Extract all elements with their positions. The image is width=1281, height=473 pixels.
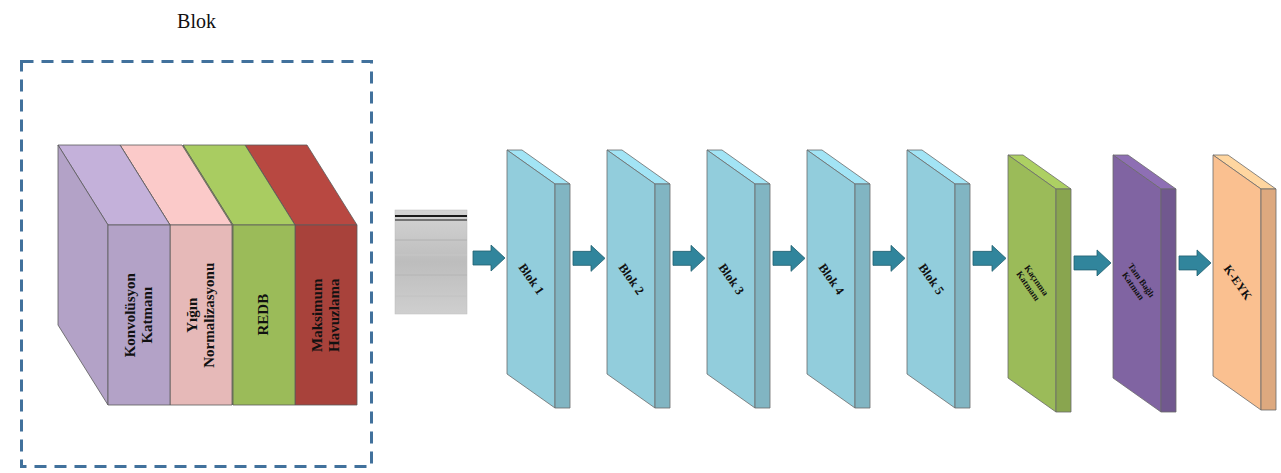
slab-edge-face xyxy=(1056,189,1071,412)
layer-slab: Blok 1 xyxy=(507,150,570,408)
slab-side-face xyxy=(120,145,170,405)
slab-top-face xyxy=(245,145,357,225)
slab-edge-face xyxy=(855,184,870,408)
slab-edge-face xyxy=(555,184,570,408)
flow-arrow xyxy=(773,245,805,271)
slab-side-face xyxy=(183,145,233,405)
flow-arrow xyxy=(1074,250,1111,276)
slab-large-face xyxy=(1113,155,1161,412)
slab-side-face xyxy=(245,145,295,405)
slab-front-face xyxy=(233,225,295,405)
image-band xyxy=(395,240,467,241)
slab-front-face xyxy=(108,225,170,405)
input-arrow xyxy=(473,245,505,271)
layer-slab: Kaçınma Katmanı xyxy=(1008,155,1071,412)
layer-label: Yığın Normalizasyonu xyxy=(184,255,219,375)
slab-large-face xyxy=(1213,155,1261,410)
slab-large-face xyxy=(907,150,955,408)
slab-side-face xyxy=(58,145,108,405)
layer-slab: Tam Bağlı Katman xyxy=(1113,155,1176,412)
slab-large-face xyxy=(507,150,555,408)
image-band xyxy=(395,219,467,221)
slab-large-face xyxy=(807,150,855,408)
slab-edge-face xyxy=(1261,189,1276,410)
dashed-border xyxy=(22,62,372,467)
flow-arrow xyxy=(873,245,905,271)
slab-front-face xyxy=(170,225,232,405)
slab-large-face xyxy=(1008,155,1056,412)
flow-arrow xyxy=(1179,250,1211,276)
slab-edge-face xyxy=(955,184,970,408)
image-frame xyxy=(395,210,467,314)
slab-large-face xyxy=(607,150,655,408)
image-band xyxy=(395,255,467,256)
layer-label: Konvolüsyon Katmanı xyxy=(122,255,157,375)
block-group: BlokKonvolüsyon KatmanıYığın Normalizasy… xyxy=(20,60,373,468)
image-band xyxy=(395,215,467,217)
group-heading: Blok xyxy=(20,10,373,33)
layer-label: Maksimum Havuzlama xyxy=(309,255,344,375)
layer-slab: Blok 5 xyxy=(907,150,970,408)
flow-arrow xyxy=(973,245,1006,271)
slab-front-face xyxy=(295,225,357,405)
layer-slab: Blok 2 xyxy=(607,150,670,408)
slab-edge-face xyxy=(655,184,670,408)
slab-outline xyxy=(58,145,170,405)
flow-arrow xyxy=(573,245,605,271)
layer-label: REDB xyxy=(255,255,272,375)
image-band xyxy=(395,296,467,297)
layer-slab: Blok 4 xyxy=(807,150,870,408)
slab-edge-face xyxy=(1161,189,1176,412)
image-band xyxy=(395,275,467,276)
flow-arrow xyxy=(673,245,705,271)
slab-large-face xyxy=(707,150,755,408)
layer-slab: Blok 3 xyxy=(707,150,770,408)
slab-edge-face xyxy=(755,184,770,408)
layer-slab: K-EYK xyxy=(1213,155,1276,410)
layer-slab: Konvolüsyon Katmanı xyxy=(58,145,170,405)
input-image xyxy=(395,210,467,314)
